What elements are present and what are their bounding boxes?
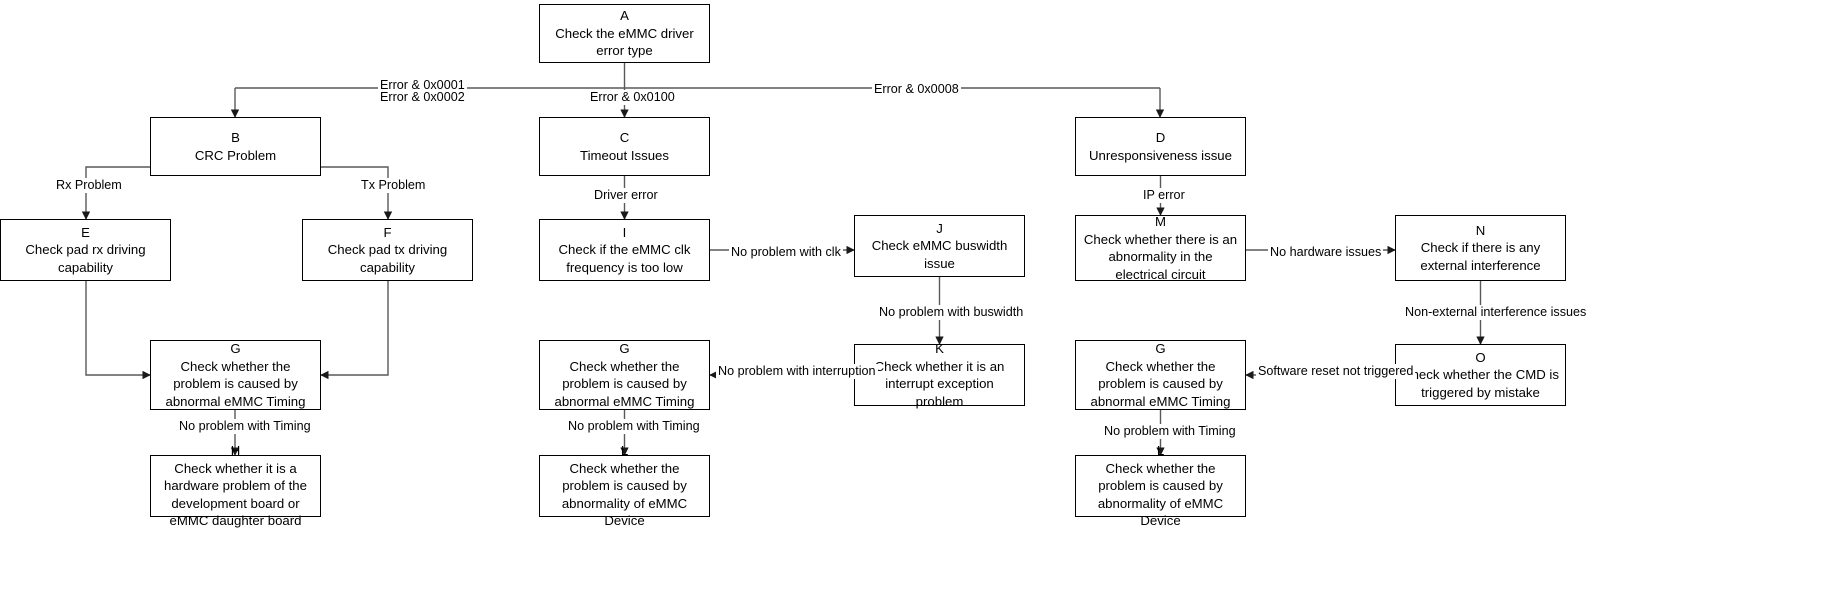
edge-label-nonext: Non-external interference issues xyxy=(1403,305,1589,320)
node-id-label: J xyxy=(936,220,943,236)
node-m[interactable]: M Check whether there is an abnormality i… xyxy=(1075,214,1246,282)
node-text: Unresponsiveness issue xyxy=(1089,147,1232,163)
node-id-label: G xyxy=(230,341,241,356)
node-i[interactable]: I Check if the eMMC clk frequency is too … xyxy=(539,219,710,281)
node-id-label: E xyxy=(81,224,90,240)
node-text: Check the eMMC driver error type xyxy=(555,25,694,59)
node-id-label: H xyxy=(230,443,241,459)
node-text: Check if the eMMC clk frequency is too l… xyxy=(558,242,691,275)
node-e[interactable]: E Check pad rx driving capability xyxy=(0,219,171,281)
node-id-label: K xyxy=(935,341,944,356)
node-text: Check whether the problem is caused by a… xyxy=(1097,460,1224,529)
edge-b-e xyxy=(81,166,150,220)
node-id-label: L xyxy=(1156,443,1165,459)
node-id-label: O xyxy=(1475,349,1486,365)
node-text: CRC Problem xyxy=(194,147,277,163)
node-text: Check whether the CMD is triggered by mi… xyxy=(1402,367,1559,400)
node-b[interactable]: B CRC Problem xyxy=(150,117,321,176)
node-text: Check whether it is an interrupt excepti… xyxy=(874,358,1005,409)
node-text: Timeout Issues xyxy=(580,147,669,163)
edge-label-swreset: Software reset not triggered xyxy=(1256,364,1416,379)
edge-label-err0100: Error & 0x0100 xyxy=(588,90,677,105)
edge-label-noclk: No problem with clk xyxy=(729,245,843,260)
node-id-label: L xyxy=(620,443,629,459)
node-text: Check whether the problem is caused by a… xyxy=(561,460,688,529)
node-text: Check whether the problem is caused by a… xyxy=(554,358,695,409)
edge-label-drverr: Driver error xyxy=(592,188,660,203)
node-text: Check whether the problem is caused by a… xyxy=(165,358,306,409)
edge-label-noint: No problem with interruption xyxy=(716,364,878,379)
edge-f-g xyxy=(320,281,389,380)
node-id-label: I xyxy=(622,224,627,240)
node-id-label: G xyxy=(1155,341,1166,356)
edge-label-nobus: No problem with buswidth xyxy=(877,305,1026,320)
node-text: Check whether the problem is caused by a… xyxy=(1090,358,1231,409)
node-id-label: D xyxy=(1155,130,1166,145)
node-o[interactable]: O Check whether the CMD is triggered by m… xyxy=(1395,344,1566,406)
edge-label-tx: Tx Problem xyxy=(359,178,428,193)
node-text: Check eMMC buswidth issue xyxy=(871,238,1008,271)
edge-label-notim2: No problem with Timing xyxy=(566,419,702,434)
node-text: Check if there is any external interfere… xyxy=(1420,240,1541,273)
edge-label-err0001: Error & 0x0001 xyxy=(378,78,467,93)
node-f[interactable]: F Check pad tx driving capability xyxy=(302,219,473,281)
edge-e-g xyxy=(85,281,151,380)
node-c[interactable]: C Timeout Issues xyxy=(539,117,710,176)
node-text: Check whether there is an abnormality in… xyxy=(1083,231,1238,282)
node-id-label: C xyxy=(619,130,630,145)
node-g3[interactable]: G Check whether the problem is caused by … xyxy=(1075,340,1246,410)
node-k[interactable]: K Check whether it is an interrupt except… xyxy=(854,341,1025,409)
node-id-label: M xyxy=(1155,214,1166,229)
edge-label-nohw: No hardware issues xyxy=(1268,245,1384,260)
node-g2[interactable]: G Check whether the problem is caused by … xyxy=(539,340,710,410)
node-text: Check pad rx driving capability xyxy=(25,242,146,275)
node-text: Check whether it is a hardware problem o… xyxy=(164,460,307,529)
node-id-label: A xyxy=(620,8,629,24)
edge-label-rx: Rx Problem xyxy=(54,178,124,193)
node-id-label: N xyxy=(1475,222,1486,238)
edge-b-f xyxy=(321,166,393,220)
node-id-label: B xyxy=(231,130,240,145)
node-text: Check pad tx driving capability xyxy=(327,242,448,275)
node-j[interactable]: J Check eMMC buswidth issue xyxy=(854,215,1025,277)
edge-label-notim3: No problem with Timing xyxy=(1102,424,1238,439)
edge-label-err0008: Error & 0x0008 xyxy=(872,82,961,97)
node-id-label: F xyxy=(383,224,392,240)
node-g1[interactable]: G Check whether the problem is caused by … xyxy=(150,340,321,410)
edge-label-iperr: IP error xyxy=(1141,188,1187,203)
edge-label-err0002: Error & 0x0002 xyxy=(378,90,467,105)
node-n[interactable]: N Check if there is any external interfer… xyxy=(1395,215,1566,281)
node-d[interactable]: D Unresponsiveness issue xyxy=(1075,117,1246,176)
node-id-label: G xyxy=(619,341,630,356)
edge-label-notim1: No problem with Timing xyxy=(177,419,313,434)
